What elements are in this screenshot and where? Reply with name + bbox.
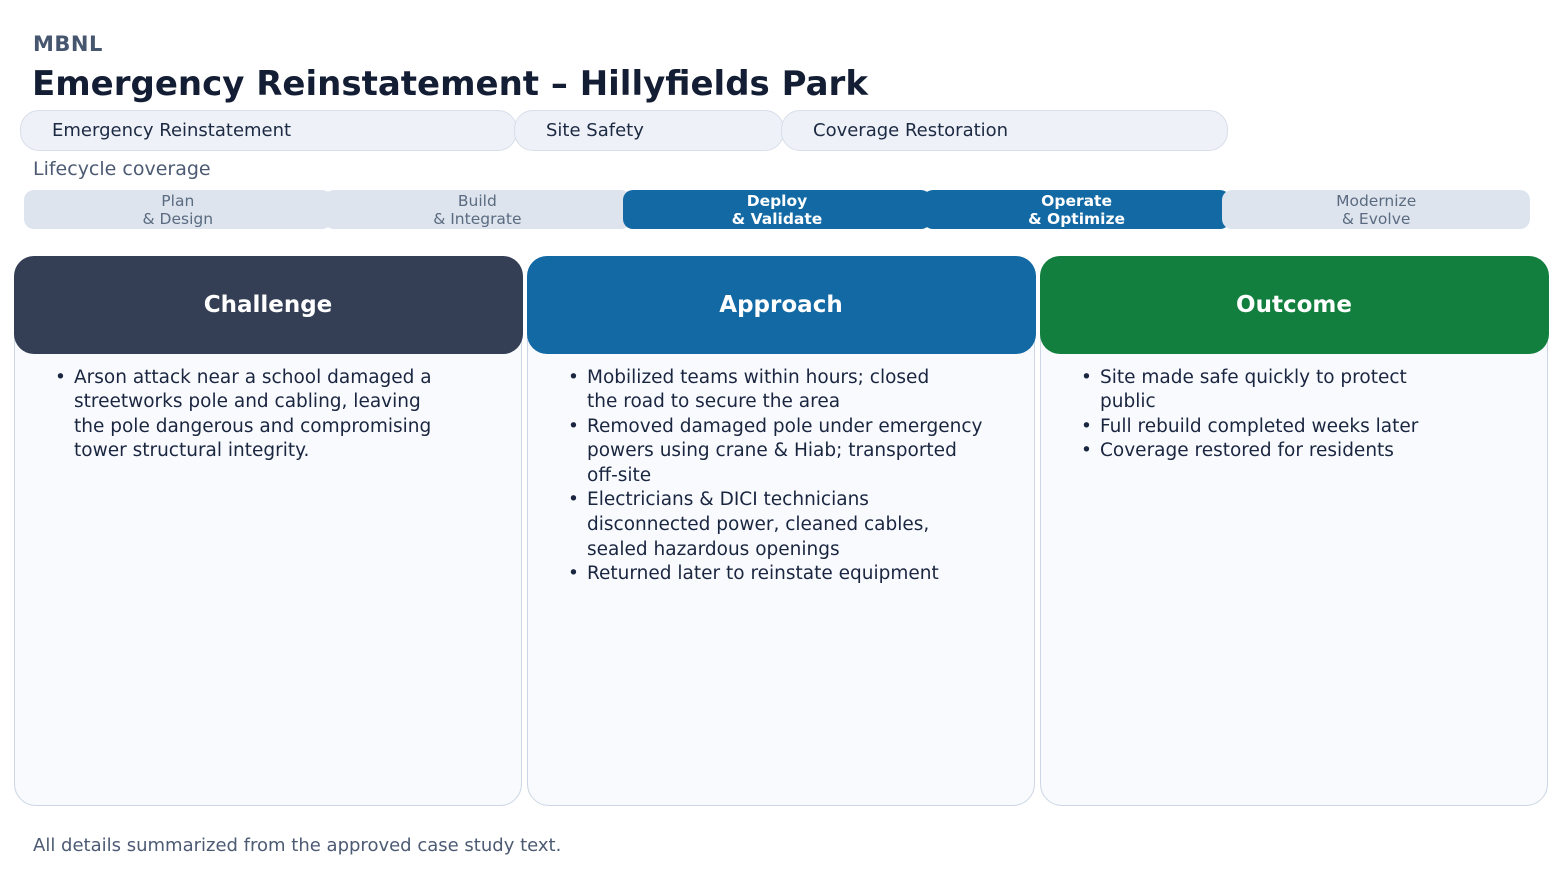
lifecycle-stage-build: Build& Integrate <box>323 190 632 229</box>
bullet-text: Mobilized teams within hours; closed the… <box>587 366 930 413</box>
tag-pill: Emergency Reinstatement <box>20 110 517 151</box>
card-title: Approach <box>719 291 843 318</box>
lifecycle-stage-deploy: Deploy& Validate <box>623 190 931 229</box>
bullet-item: • Mobilized teams within hours; closed th… <box>568 366 1012 415</box>
stage-line2: & Optimize <box>1028 209 1126 228</box>
bullet-item: • Returned later to reinstate equipment <box>568 562 1012 587</box>
card-body: • Arson attack near a school damaged a st… <box>15 354 521 476</box>
bullet-marker: • <box>1081 440 1092 462</box>
bullet-text: Arson attack near a school damaged a str… <box>74 366 432 462</box>
card-challenge: Challenge • Arson attack near a school dam… <box>13 255 523 806</box>
bullet-text: Site made safe quickly to protect public <box>1100 366 1407 413</box>
lifecycle-label: Lifecycle coverage <box>33 158 211 180</box>
bullet-item: • Full rebuild completed weeks later <box>1081 415 1525 440</box>
stage-line2: & Evolve <box>1341 209 1411 228</box>
brand-logo-text: MBNL <box>33 32 103 56</box>
bullet-marker: • <box>568 415 579 437</box>
card-header: Outcome <box>1039 255 1549 354</box>
tag-pill: Coverage Restoration <box>781 110 1228 151</box>
bullet-marker: • <box>55 366 66 388</box>
cards-row: Challenge • Arson attack near a school dam… <box>13 255 1549 806</box>
card-outcome: Outcome • Site made safe quickly to protec… <box>1039 255 1549 806</box>
bullet-item: • Electricians & DICI technicians disconn… <box>568 488 1012 562</box>
bullet-text: Removed damaged pole under emergency pow… <box>587 415 983 486</box>
tag-pill: Site Safety <box>514 110 784 151</box>
bullet-item: • Coverage restored for residents <box>1081 439 1525 464</box>
card-title: Outcome <box>1236 291 1352 318</box>
stage-line1: Operate <box>1041 191 1112 210</box>
card-header: Approach <box>526 255 1036 354</box>
stage-line2: & Design <box>142 209 214 228</box>
bullet-item: • Arson attack near a school damaged a st… <box>55 366 499 464</box>
stage-line2: & Validate <box>731 209 823 228</box>
lifecycle-stage-modernize: Modernize& Evolve <box>1222 190 1530 229</box>
bullet-marker: • <box>568 489 579 511</box>
card-body: • Mobilized teams within hours; closed th… <box>528 354 1034 599</box>
stage-line1: Build <box>457 191 497 210</box>
bullet-marker: • <box>568 563 579 585</box>
bullet-text: Electricians & DICI technicians disconne… <box>587 489 930 560</box>
stage-line1: Plan <box>161 191 195 210</box>
bullet-item: • Removed damaged pole under emergency po… <box>568 415 1012 489</box>
lifecycle-stage-plan: Plan& Design <box>24 190 332 229</box>
stage-line1: Modernize <box>1336 191 1417 210</box>
card-body: • Site made safe quickly to protect publi… <box>1041 354 1547 476</box>
stage-line1: Deploy <box>746 191 808 210</box>
bullet-text: Coverage restored for residents <box>1100 440 1394 462</box>
lifecycle-stage-operate: Operate& Optimize <box>922 190 1231 229</box>
bullet-text: Full rebuild completed weeks later <box>1100 415 1419 437</box>
bullet-marker: • <box>1081 415 1092 437</box>
bullet-marker: • <box>568 366 579 388</box>
card-approach: Approach • Mobilized teams within hours; c… <box>526 255 1036 806</box>
card-title: Challenge <box>203 291 333 318</box>
card-header: Challenge <box>13 255 523 354</box>
bullet-text: Returned later to reinstate equipment <box>587 563 939 585</box>
page-title: Emergency Reinstatement – Hillyfields Pa… <box>32 64 868 104</box>
bullet-item: • Site made safe quickly to protect publi… <box>1081 366 1525 415</box>
stage-line2: & Integrate <box>433 209 522 228</box>
bullet-marker: • <box>1081 366 1092 388</box>
footer-note: All details summarized from the approved… <box>33 835 562 856</box>
